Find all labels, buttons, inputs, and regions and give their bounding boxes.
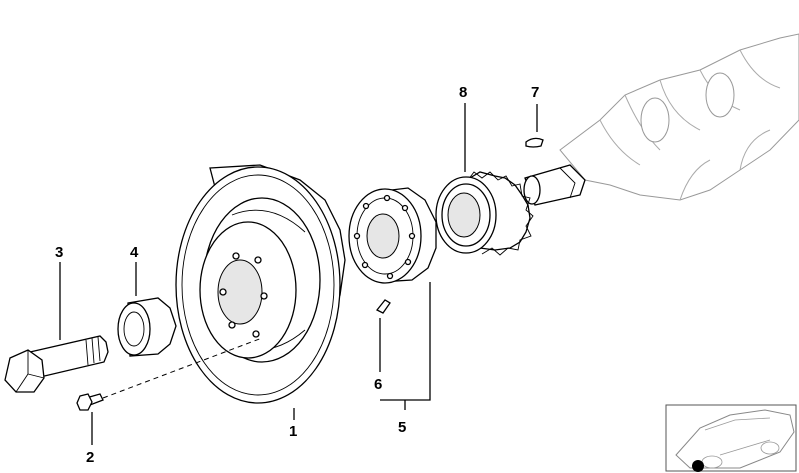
location-marker-dot: [692, 460, 704, 472]
crankshaft-drawing: [523, 33, 799, 206]
alignment-dashed-line: [102, 337, 263, 399]
vibration-damper-part: [175, 164, 346, 404]
small-screw-part: [76, 393, 104, 411]
callout-7: 7: [531, 84, 539, 101]
callout-8: 8: [459, 84, 467, 101]
callout-4: 4: [130, 244, 139, 261]
leader-lines: [59, 103, 538, 445]
callout-6: 6: [374, 376, 382, 393]
callout-3: 3: [55, 244, 63, 261]
hub-part: [348, 187, 437, 284]
woodruff-key-part: [525, 137, 544, 148]
sprocket-part: [435, 171, 534, 256]
callout-labels: 1 2 3 4 5 6 7 8: [55, 84, 539, 466]
dowel-pin-part: [375, 299, 391, 314]
vehicle-location-thumbnail: [665, 404, 797, 472]
callout-2: 2: [86, 449, 94, 466]
spacer-bushing-part: [117, 297, 177, 357]
callout-5: 5: [398, 419, 406, 436]
callout-1: 1: [289, 423, 297, 440]
hex-bolt-part: [4, 335, 109, 393]
